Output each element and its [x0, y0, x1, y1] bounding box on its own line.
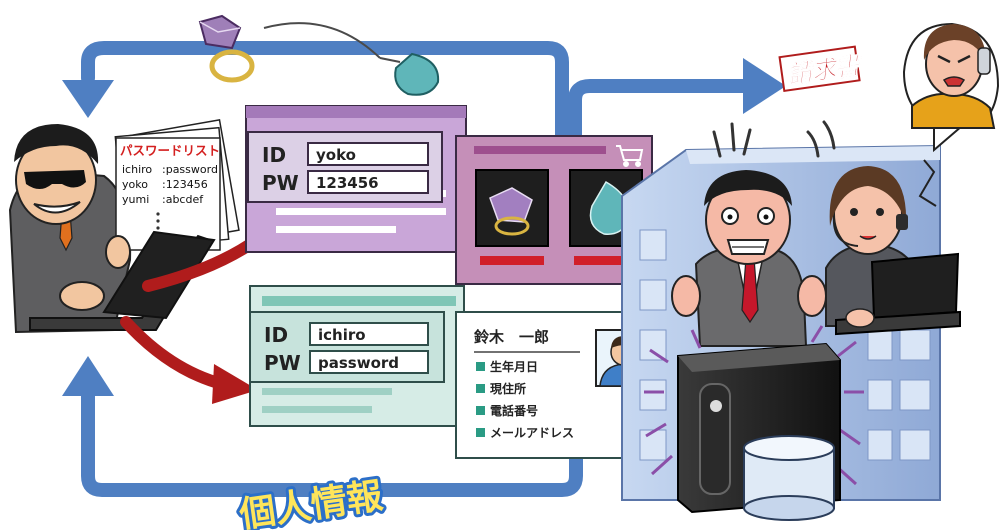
diamond-ring-icon: [489, 187, 533, 223]
operator-laptop: [835, 252, 961, 336]
attacker-laptop: [29, 230, 216, 331]
profile-pw-label: PW: [264, 351, 301, 375]
profile-field-4: メールアドレス: [490, 426, 574, 440]
list-pass-2: :123456: [162, 178, 208, 191]
cart-icon: [616, 145, 644, 167]
profile-id-label: ID: [264, 323, 288, 347]
shop-id-field: [307, 142, 429, 166]
server-hit-marks: [644, 325, 864, 486]
list-pass-3: :abcdef: [162, 193, 204, 206]
shop-login-panel: ID PW yoko 123456: [245, 105, 467, 253]
profile-field-1: 生年月日: [490, 359, 538, 374]
loop-arrow: [81, 41, 752, 497]
profile-id-value: ichiro: [318, 326, 366, 344]
shop-pw-value: 123456: [316, 174, 379, 192]
profile-login-panel: ID PW ichiro password: [249, 285, 465, 427]
shop-pw-field: [307, 170, 429, 194]
list-pass-1: :password: [162, 163, 218, 176]
loop-arrowhead-down: [62, 80, 114, 118]
shop-id-label: ID: [262, 143, 286, 167]
loop-arrowhead-up: [62, 356, 114, 396]
password-list-title: パスワードリスト: [120, 143, 220, 158]
invoice-label-group: 請求書: [778, 45, 866, 93]
profile-id-field: [309, 322, 429, 346]
password-list-document: パスワードリスト ichiro :password yoko :123456 y…: [114, 118, 240, 251]
distress-marks: [712, 120, 836, 158]
profile-field-2: 現住所: [490, 381, 526, 396]
attack-arrow-profile: [120, 316, 258, 404]
profile-field-3: 電話番号: [490, 403, 538, 418]
list-user-2: yoko: [122, 178, 148, 191]
caller-woman: [911, 24, 996, 129]
profile-pw-value: password: [318, 354, 399, 372]
profile-pw-field: [309, 350, 429, 374]
profile-name: 鈴木 一郎: [474, 328, 549, 346]
database-cylinder-icon: [743, 435, 835, 521]
operator-hand: [845, 308, 875, 328]
panicked-man: [671, 170, 827, 347]
shop-id-value: yoko: [316, 146, 356, 164]
attacker-hand: [59, 235, 131, 311]
list-user-1: ichiro: [122, 163, 152, 176]
list-user-3: yumi: [122, 193, 149, 206]
loop-arrowhead-right: [743, 58, 786, 114]
shop-pw-label: PW: [262, 171, 299, 195]
ring-icon: [198, 14, 255, 83]
pendant-icon: [263, 22, 440, 96]
